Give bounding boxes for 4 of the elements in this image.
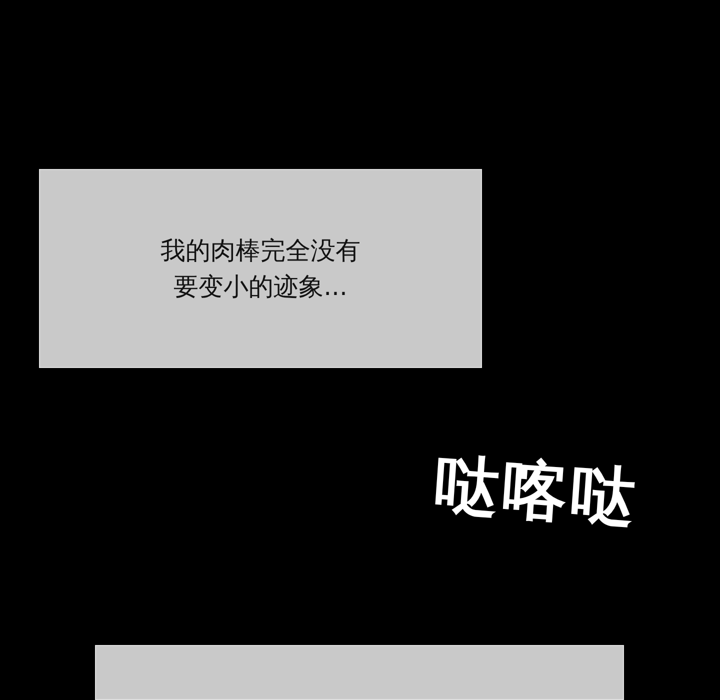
caption-box <box>39 169 482 368</box>
panel-box <box>95 645 624 700</box>
narration-text: 我的肉棒完全没有要变小的迹象... <box>160 234 362 302</box>
sound-effect-text: 哒喀哒 <box>432 446 642 538</box>
